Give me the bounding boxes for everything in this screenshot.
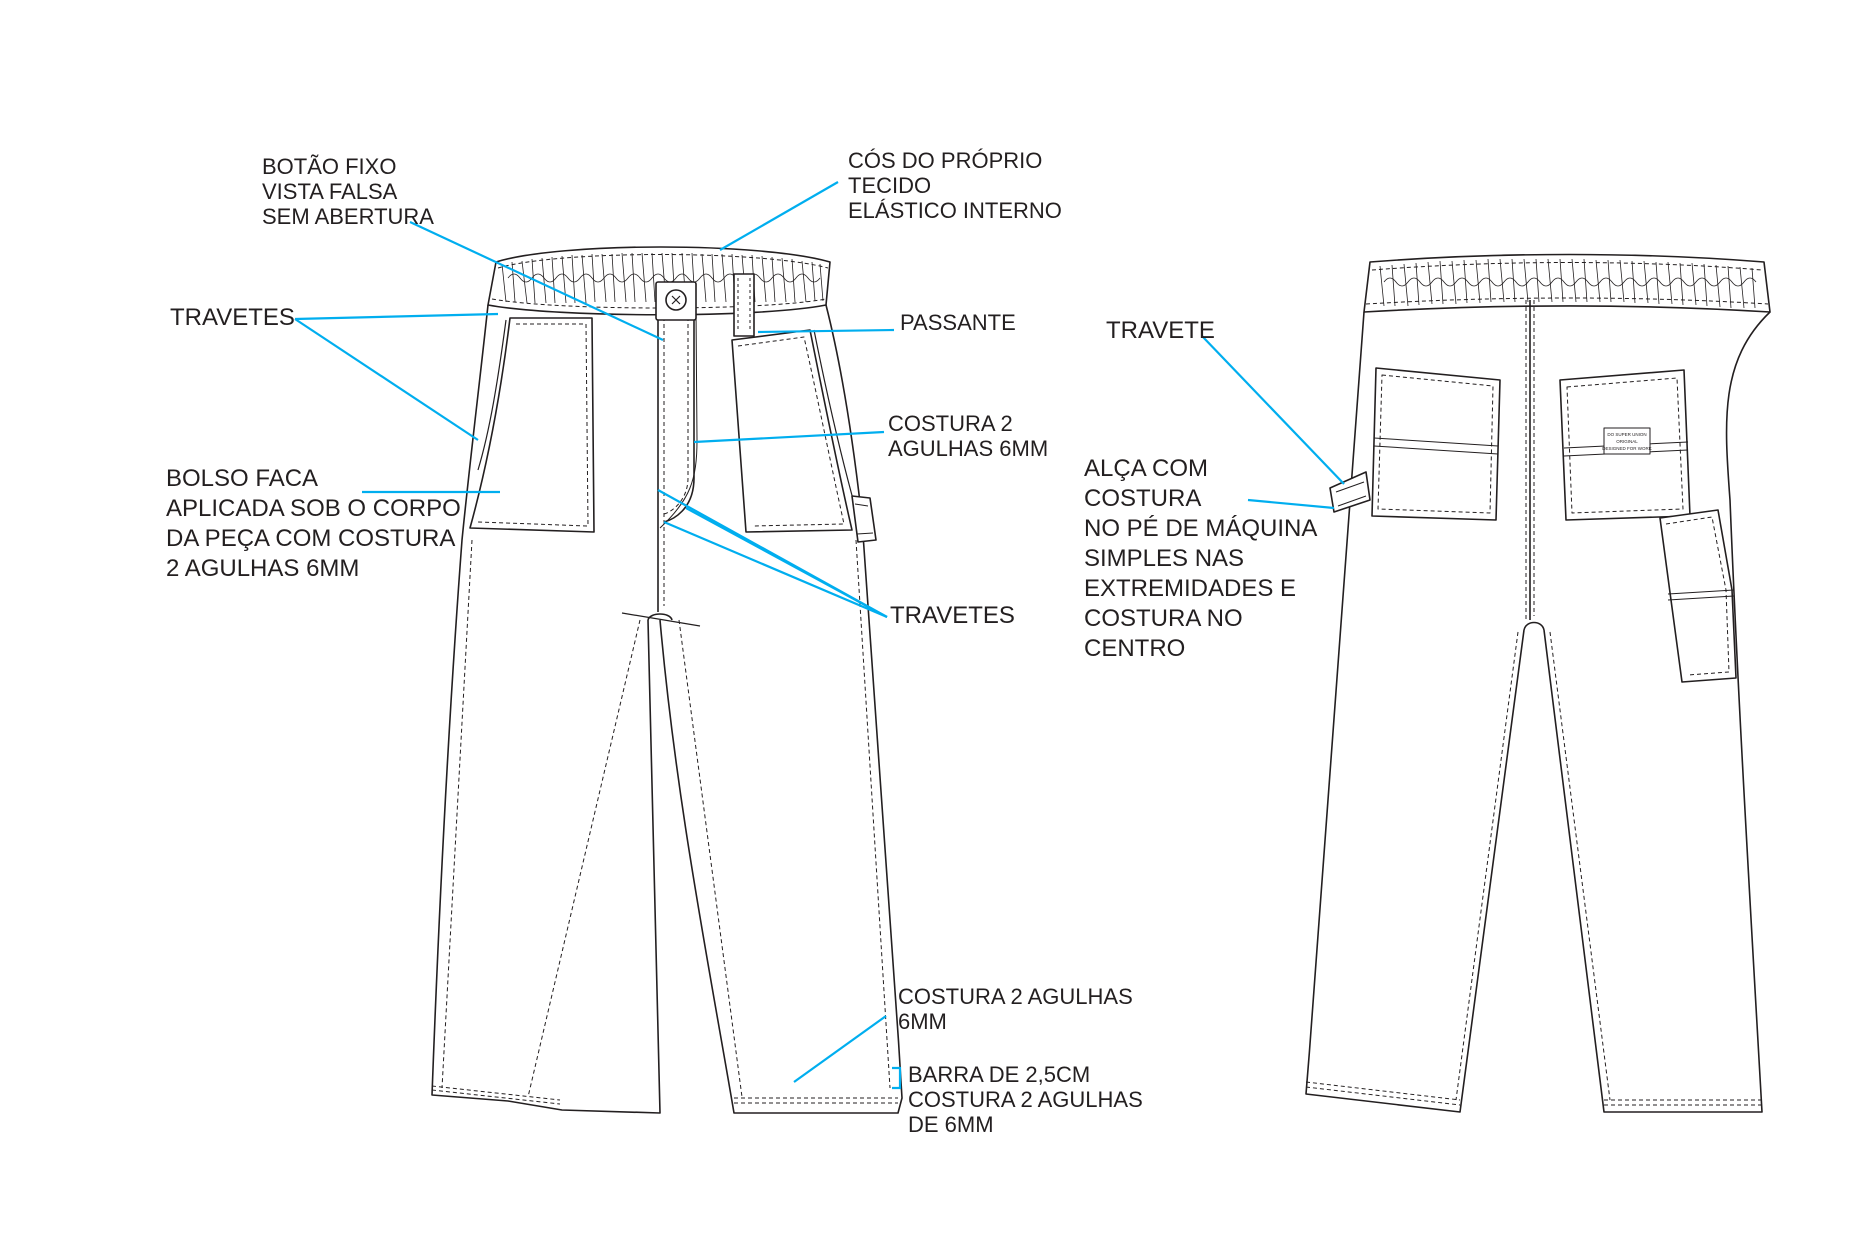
leader-back-bartack [1201,335,1345,485]
label-belt-loop: PASSANTE [900,310,1016,335]
label-side-stitch: COSTURA 2 AGULHAS 6MM [898,984,1133,1034]
tag-line-2: ORIGINAL [1616,439,1638,444]
label-bartacks-crotch: TRAVETES [890,602,1015,629]
leader-fly-stitch [693,430,885,444]
leader-belt-loop [757,328,895,334]
front-hammer-loop [851,495,877,543]
label-back-bartack: TRAVETE [1106,317,1215,344]
belt-loop [733,273,755,337]
leader-waistband [719,181,839,251]
front-left-pocket [469,317,595,533]
leader-hem [892,1066,902,1090]
label-button: BOTÃO FIXO VISTA FALSA SEM ABERTURA [262,154,434,229]
back-elastic-shirring [1379,258,1757,309]
front-pants-drawing [431,246,903,1114]
back-hammer-loop [1329,471,1371,513]
pocket-label-tag: DO SUPER UNION ORIGINAL DESIGNED FOR WOR… [1602,427,1652,455]
leader-lines [294,181,1345,1090]
front-right-leg [659,304,903,1114]
front-fly [657,309,698,612]
front-elastic-shirring [501,252,824,304]
tag-line-3: DESIGNED FOR WORK [1602,446,1652,451]
label-front-pocket: BOLSO FACA APLICADA SOB O CORPO DA PEÇA … [166,465,461,582]
back-utility-pocket [1659,509,1737,683]
tag-line-1: DO SUPER UNION [1607,432,1646,437]
label-waistband: CÓS DO PRÓPRIO TECIDO ELÁSTICO INTERNO [848,148,1062,223]
front-button [655,281,697,321]
label-fly-stitch: COSTURA 2 AGULHAS 6MM [888,411,1049,461]
front-left-leg [431,304,661,1114]
label-bartacks-top: TRAVETES [170,304,295,331]
back-pants-drawing: DO SUPER UNION ORIGINAL DESIGNED FOR WOR… [1305,253,1771,1113]
leader-bartacks-top-b [294,318,479,441]
leader-side-stitch [793,1015,887,1083]
leader-back-loop [1247,498,1335,510]
leader-button [409,221,664,341]
back-waistband [1363,253,1771,313]
back-right-leg [1543,311,1771,1113]
front-right-pocket [731,329,857,533]
leader-bartacks-crotch-c [685,507,888,618]
leader-bartacks-top-a [294,312,499,321]
front-crotch [647,613,673,621]
back-left-leg [1305,311,1525,1113]
label-back-loop: ALÇA COM COSTURA NO PÉ DE MÁQUINA SIMPLE… [1084,455,1318,662]
back-left-pocket [1371,367,1501,521]
leader-bartacks-crotch-b [663,520,888,619]
label-hem: BARRA DE 2,5CM COSTURA 2 AGULHAS DE 6MM [908,1062,1143,1137]
